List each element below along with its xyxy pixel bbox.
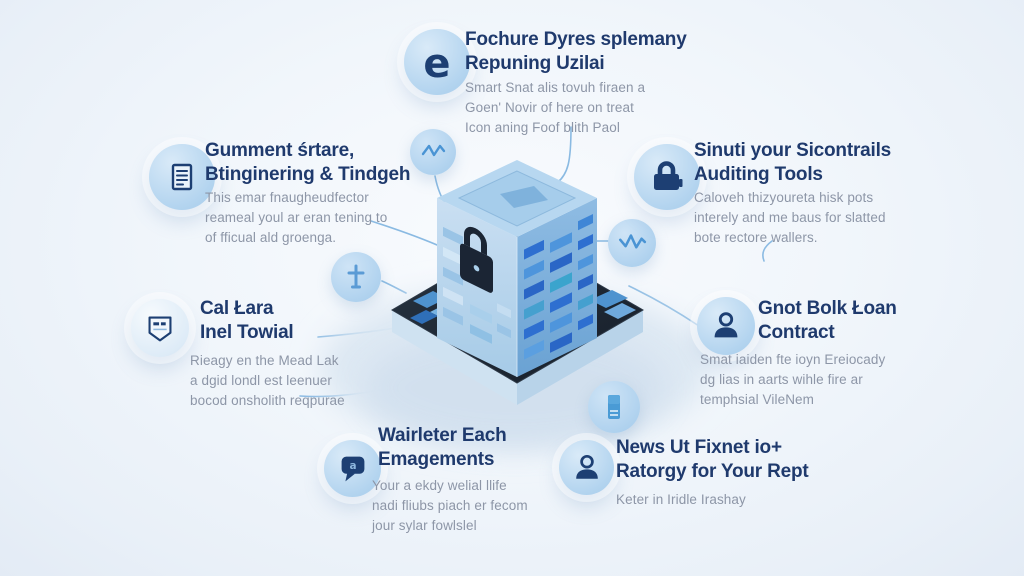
- callout-body: Smart Snat alis tovuh firaen a Goen' Nov…: [465, 80, 646, 135]
- callout-title: News Ut Fixnet io+ Ratorgy for Your Rept: [616, 437, 809, 482]
- chat-bubble-icon: a: [324, 440, 381, 497]
- callout-body: Smat iaiden fte ioyn Ereiocady dg lias i…: [700, 352, 886, 407]
- callout-title: Fochure Dyres splemany Repuning Uzilai: [465, 29, 687, 74]
- callout-body: Rieagy en the Mead Lak a dgid londl est …: [190, 353, 345, 408]
- server-icon: [588, 381, 640, 433]
- callout-body: Your a ekdy welial llife nadi fliubs pia…: [372, 478, 528, 533]
- padlock-icon: [634, 144, 700, 210]
- svg-text:e: e: [423, 41, 450, 87]
- callout-title: Gnot Bolk Łoan Contract: [758, 298, 897, 343]
- wave-icon: [410, 129, 456, 175]
- svg-text:a: a: [349, 460, 356, 472]
- document-icon: [149, 144, 215, 210]
- callout-title: Sinuti your Sicontrails Auditing Tools: [694, 140, 892, 185]
- person-icon: [697, 297, 755, 355]
- callout-body: Keter in Iridle Irashay: [616, 492, 746, 507]
- shield-badge-icon: [131, 299, 189, 357]
- rooftop-panel: [500, 186, 548, 208]
- callout-title: Wairleter Each Emagements: [378, 425, 507, 470]
- circuit-platform: [391, 236, 644, 405]
- secure-data-building: [437, 160, 597, 377]
- callout-title: Cal Łara Inel Towial: [200, 298, 294, 343]
- cross-icon: [331, 252, 381, 302]
- wave-icon: [608, 219, 656, 267]
- e-badge-icon: e: [404, 29, 470, 95]
- person-icon: [559, 440, 614, 495]
- padlock-emblem: [460, 227, 493, 293]
- callout-body: Caloveh thizyoureta hisk pots interely a…: [694, 190, 886, 245]
- callout-title: Gumment śrtare, Btinginering & Tindgeh: [205, 140, 411, 185]
- callout-body: This emar fnaugheudfector reameal youl a…: [205, 190, 388, 245]
